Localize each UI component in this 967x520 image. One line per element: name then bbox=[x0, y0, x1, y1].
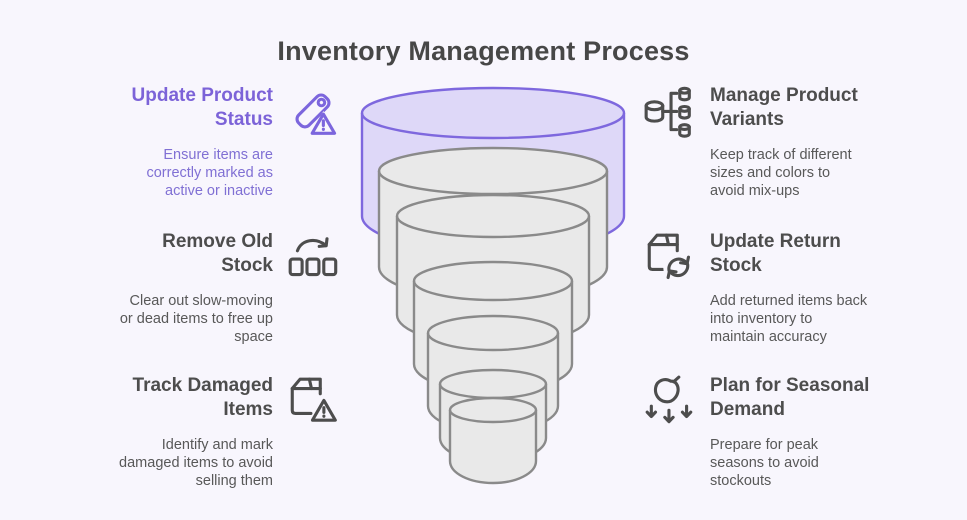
step-title: Plan for Seasonal Demand bbox=[710, 375, 870, 420]
seasonal-demand-icon bbox=[643, 374, 697, 430]
step-update-return-stock: Update Return Stock Add returned items b… bbox=[643, 230, 901, 346]
step-description: Identify and mark damaged items to avoid… bbox=[119, 436, 273, 490]
funnel-diagram bbox=[360, 86, 626, 485]
product-variants-icon bbox=[643, 84, 697, 140]
funnel-layer-lip bbox=[395, 215, 591, 239]
boxes-move-icon bbox=[286, 230, 340, 286]
step-title: Track Damaged Items bbox=[132, 375, 273, 420]
step-text: Update Product Status Ensure items are c… bbox=[90, 84, 273, 200]
step-description: Prepare for peak seasons to avoid stocko… bbox=[710, 436, 819, 490]
step-update-product-status: Update Product Status Ensure items are c… bbox=[90, 84, 340, 200]
step-description: Add returned items back into inventory t… bbox=[710, 292, 868, 346]
funnel-layer bbox=[448, 396, 538, 485]
step-description: Keep track of different sizes and colors… bbox=[710, 146, 852, 200]
step-text: Track Damaged Items Identify and mark da… bbox=[90, 374, 273, 490]
funnel-layer-lip bbox=[360, 112, 626, 140]
step-text: Plan for Seasonal Demand Prepare for pea… bbox=[710, 374, 901, 490]
step-title: Remove Old Stock bbox=[162, 231, 273, 276]
tag-warning-icon bbox=[286, 84, 340, 140]
step-title: Manage Product Variants bbox=[710, 85, 858, 130]
damaged-box-warning-icon bbox=[286, 374, 340, 430]
funnel-layer-lip bbox=[426, 332, 560, 352]
step-text: Manage Product Variants Keep track of di… bbox=[710, 84, 901, 200]
funnel-layer-lip bbox=[448, 409, 538, 424]
page-title: Inventory Management Process bbox=[277, 36, 690, 67]
step-text: Remove Old Stock Clear out slow-moving o… bbox=[90, 230, 273, 346]
funnel-layer-lip bbox=[412, 280, 574, 302]
step-plan-seasonal-demand: Plan for Seasonal Demand Prepare for pea… bbox=[643, 374, 901, 490]
box-refresh-icon bbox=[643, 230, 697, 286]
step-manage-product-variants: Manage Product Variants Keep track of di… bbox=[643, 84, 901, 200]
step-description: Ensure items are correctly marked as act… bbox=[146, 146, 273, 200]
step-text: Update Return Stock Add returned items b… bbox=[710, 230, 901, 346]
step-track-damaged-items: Track Damaged Items Identify and mark da… bbox=[90, 374, 340, 490]
step-title: Update Return Stock bbox=[710, 231, 841, 276]
step-title: Update Product Status bbox=[131, 85, 273, 130]
step-remove-old-stock: Remove Old Stock Clear out slow-moving o… bbox=[90, 230, 340, 346]
step-description: Clear out slow-moving or dead items to f… bbox=[119, 292, 273, 346]
